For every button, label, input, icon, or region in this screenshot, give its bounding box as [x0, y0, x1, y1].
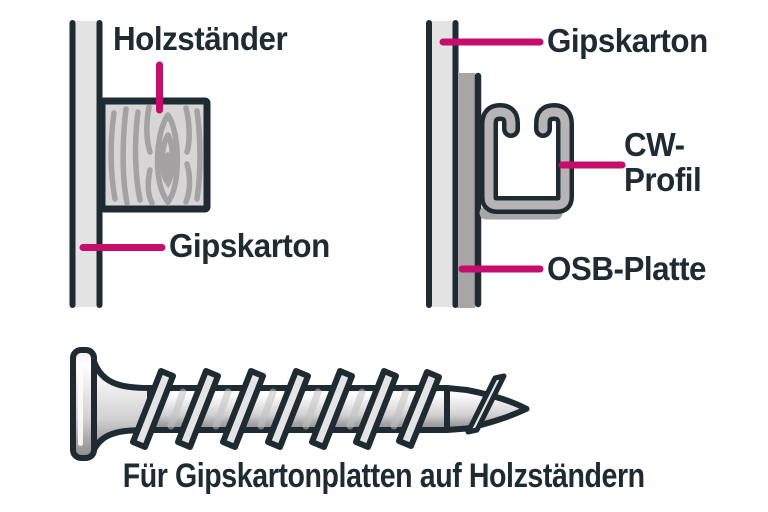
cw-profile-core [484, 107, 570, 210]
cw-profile-illustration [479, 103, 574, 220]
label-holzstaender: Holzständer [113, 20, 288, 57]
gipskarton-panel-left-illustration [69, 20, 103, 308]
cw-profile-outline [480, 103, 574, 214]
wood-grain-texture [108, 104, 203, 207]
gipskarton-panel-right-illustration [426, 20, 459, 308]
drywall-screw-illustration [70, 347, 530, 461]
screw-threads [130, 368, 507, 450]
osb-panel-illustration [458, 72, 482, 308]
label-gipskarton-right: Gipskarton [547, 22, 708, 59]
label-osb-platte: OSB-Platte [547, 250, 707, 287]
wood-stud-illustration [98, 97, 211, 213]
label-cw-profil-line2: Profil [624, 161, 702, 198]
screw-caption: Für Gipskartonplatten auf Holzständern [123, 457, 645, 495]
screw-head [70, 347, 97, 461]
label-cw-profil-line1: CW- [624, 126, 685, 163]
label-cw-profil: CW- Profil [624, 126, 702, 198]
label-gipskarton-left: Gipskarton [169, 227, 330, 264]
